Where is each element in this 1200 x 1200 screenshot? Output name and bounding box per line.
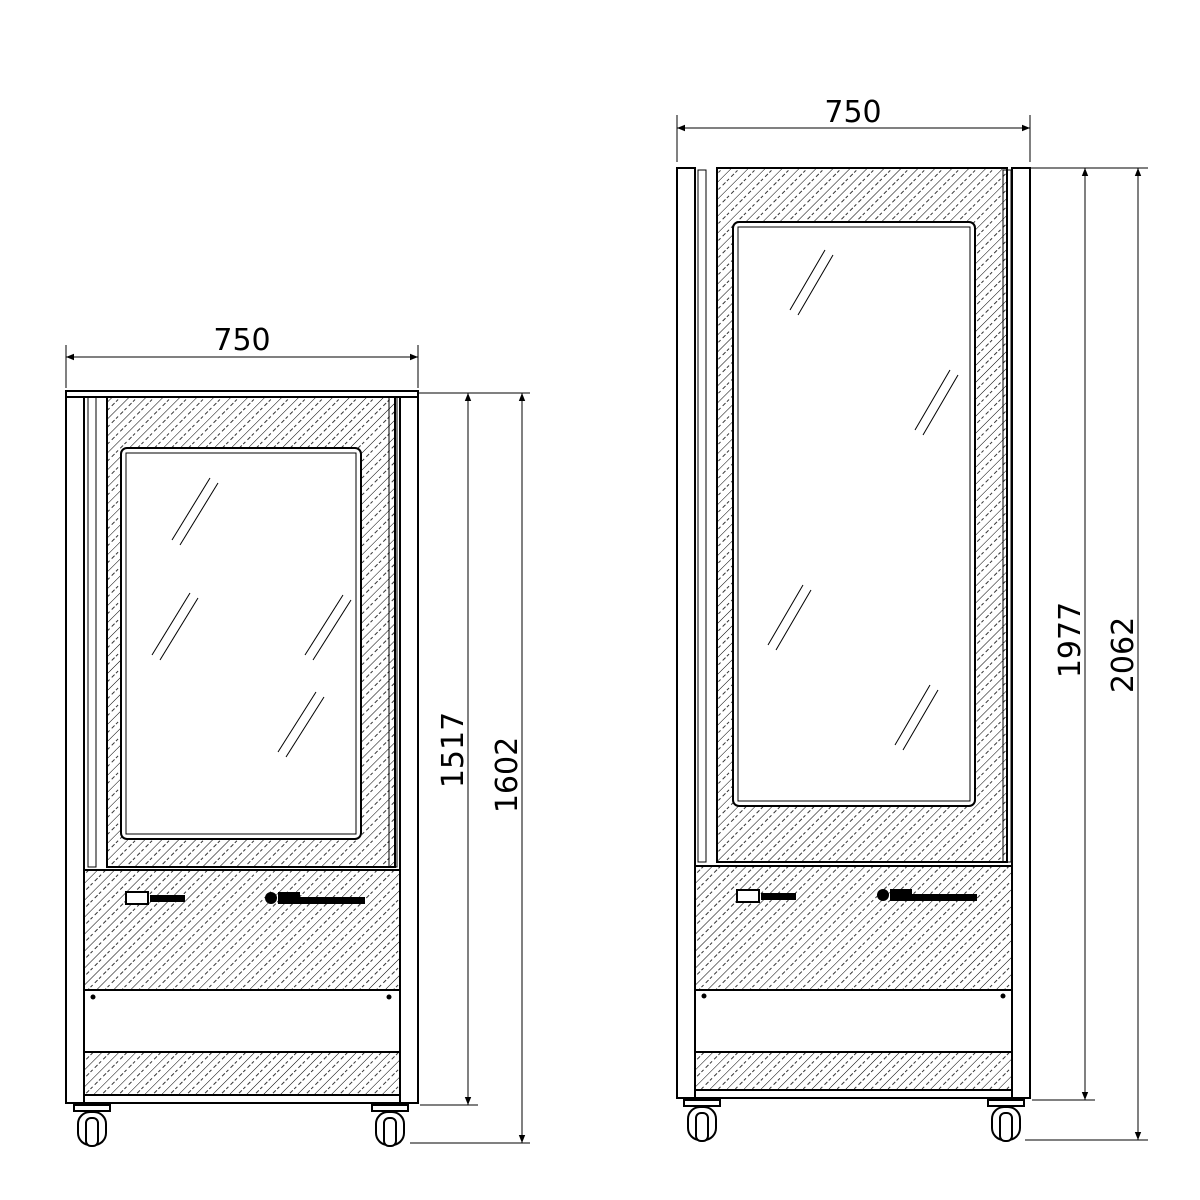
label-plate xyxy=(150,895,185,902)
caster-left xyxy=(683,1099,721,1142)
caster-left xyxy=(73,1104,111,1147)
base-grille xyxy=(694,1051,1013,1091)
glare-marks xyxy=(151,477,352,758)
right-dimensions: 750 1977 2062 xyxy=(676,95,1148,1141)
control-panel xyxy=(83,869,401,991)
left-width-label: 750 xyxy=(213,323,270,358)
display xyxy=(736,889,760,903)
left-side-post xyxy=(65,396,85,1104)
control-panel xyxy=(694,865,1013,991)
brand-logo-icon xyxy=(877,889,889,901)
label-plate xyxy=(761,893,796,900)
caster-right xyxy=(371,1104,409,1147)
right-cabinet xyxy=(676,167,1031,1142)
right-side-post xyxy=(1011,167,1031,1099)
glare-marks xyxy=(767,249,959,751)
right-side-post xyxy=(399,396,419,1104)
left-dimensions: 750 1517 1602 xyxy=(65,323,530,1144)
right-total-height-label: 2062 xyxy=(1106,617,1141,693)
kick-panel xyxy=(694,989,1013,1053)
display xyxy=(125,891,149,905)
left-cabinet xyxy=(65,390,419,1147)
kick-panel xyxy=(83,989,401,1053)
right-body-height-label: 1977 xyxy=(1053,602,1088,678)
glass-window xyxy=(732,221,976,807)
right-width-label: 750 xyxy=(824,95,881,130)
brand-logo-icon xyxy=(265,892,277,904)
left-side-post xyxy=(676,167,696,1099)
glass-window xyxy=(120,447,362,840)
caster-right xyxy=(987,1099,1025,1142)
left-total-height-label: 1602 xyxy=(490,737,525,813)
base-grille xyxy=(83,1051,401,1096)
left-body-height-label: 1517 xyxy=(436,712,471,788)
